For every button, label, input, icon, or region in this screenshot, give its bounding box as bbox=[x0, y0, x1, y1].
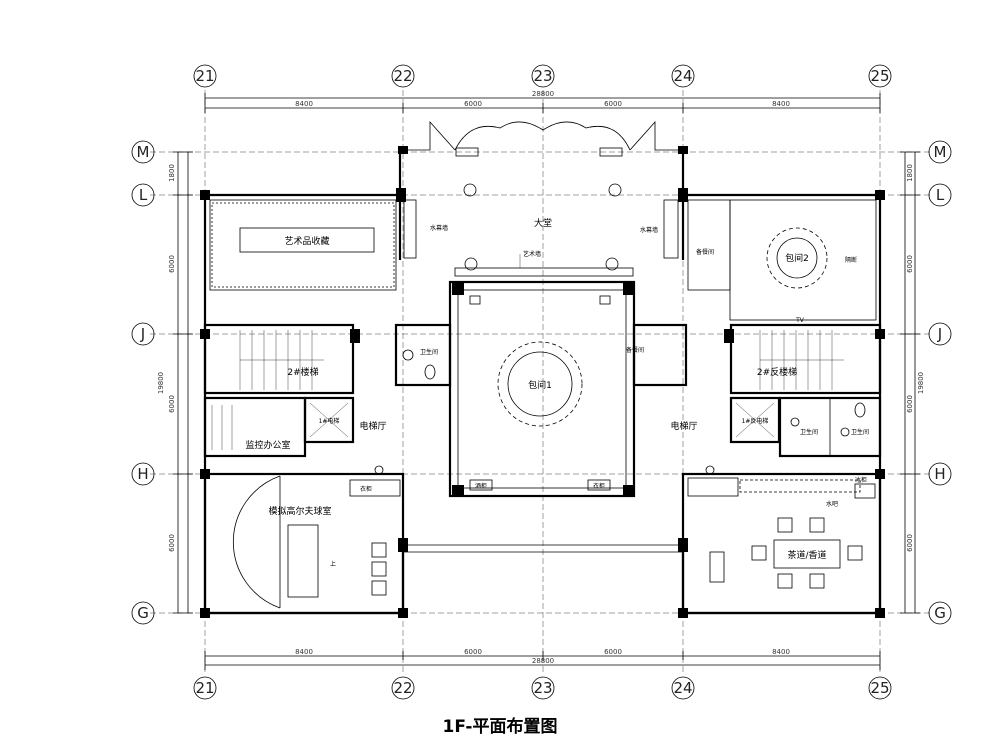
wc-right: 卫生间 卫生间 bbox=[778, 396, 882, 458]
grid-label-22-top: 22 bbox=[393, 67, 412, 85]
grid-label-23-bottom: 23 bbox=[533, 679, 552, 697]
grid-label-J-right: J bbox=[937, 325, 942, 343]
label-elevator-hall-left: 电梯厅 bbox=[359, 420, 386, 432]
label-tv-mark: TV bbox=[795, 317, 805, 324]
grid-label-M-right: M bbox=[934, 143, 947, 161]
dim-top-2: 6000 bbox=[464, 100, 482, 108]
grid-label-G-left: G bbox=[137, 604, 149, 622]
elevator-1-right: 1#反电梯 bbox=[729, 396, 781, 444]
dim-left-1: 1800 bbox=[168, 164, 176, 182]
dim-top-4: 8400 bbox=[772, 100, 790, 108]
private-room-1: 包间1 酒柜 衣柜 bbox=[448, 280, 636, 498]
label-cloak-left: 衣柜 bbox=[360, 485, 372, 493]
label-private-room-2: 包间2 bbox=[785, 252, 809, 264]
left-dimension-chain: 1800 6000 6000 6000 19800 bbox=[157, 151, 193, 614]
label-cloak-center: 衣柜 bbox=[593, 482, 605, 490]
stair-2-right: 2#反楼梯 bbox=[729, 323, 882, 395]
grid-label-24-bottom: 24 bbox=[673, 679, 692, 697]
dim-bottom-2: 6000 bbox=[464, 648, 482, 656]
pantry-center: 备餐间 bbox=[626, 323, 688, 387]
label-golf-room: 模拟高尔夫球室 bbox=[268, 505, 331, 517]
label-monitor-office: 监控办公室 bbox=[245, 439, 290, 451]
label-elevator-1: 1#电梯 bbox=[319, 417, 340, 425]
dim-top-3: 6000 bbox=[604, 100, 622, 108]
grid-label-H-left: H bbox=[137, 465, 148, 483]
private-room-2: 包间2 隔断 TV bbox=[729, 199, 877, 324]
label-wc-left: 卫生间 bbox=[420, 348, 438, 356]
grid-label-H-right: H bbox=[934, 465, 945, 483]
label-tea-room: 茶道/香道 bbox=[787, 549, 826, 561]
label-stair-2: 2#楼梯 bbox=[287, 366, 318, 378]
art-collection-area: 艺术品收藏 水幕墙 bbox=[209, 199, 448, 291]
dim-left-total: 19800 bbox=[157, 372, 165, 394]
dim-right-2: 6000 bbox=[906, 255, 914, 273]
top-grid-bubbles: 21 22 23 24 25 bbox=[193, 64, 892, 88]
dim-right-4: 6000 bbox=[906, 534, 914, 552]
dim-left-3: 6000 bbox=[168, 395, 176, 413]
dim-top-total: 28800 bbox=[532, 90, 554, 98]
right-grid-bubbles: M L J H G bbox=[928, 140, 952, 625]
grid-label-M-left: M bbox=[137, 143, 150, 161]
dim-right-3: 6000 bbox=[906, 395, 914, 413]
bottom-dimension-chain: 8400 6000 6000 8400 28800 bbox=[204, 648, 881, 670]
label-pantry-top-right: 备餐间 bbox=[696, 248, 714, 256]
grid-label-23-top: 23 bbox=[533, 67, 552, 85]
label-up-mark: 上 bbox=[330, 560, 336, 568]
wc-left: 卫生间 bbox=[394, 323, 452, 387]
left-grid-bubbles: M L J H G bbox=[131, 140, 155, 625]
dim-right-total: 19800 bbox=[917, 372, 925, 394]
grid-label-21-bottom: 21 bbox=[195, 679, 214, 697]
bottom-grid-bubbles: 21 22 23 24 25 bbox=[193, 676, 892, 700]
label-lobby: 大堂 bbox=[534, 217, 552, 229]
dim-bottom-4: 8400 bbox=[772, 648, 790, 656]
grid-label-G-right: G bbox=[934, 604, 946, 622]
dim-bottom-1: 8400 bbox=[295, 648, 313, 656]
label-art-wall: 艺术墙 bbox=[523, 250, 541, 258]
dim-bottom-3: 6000 bbox=[604, 648, 622, 656]
label-pantry-center: 备餐间 bbox=[626, 346, 644, 354]
tea-room: 水吧 茶道/香道 冰柜 bbox=[681, 465, 882, 615]
label-wine-left: 酒柜 bbox=[475, 482, 487, 490]
grid-label-L-right: L bbox=[936, 186, 945, 204]
dim-left-4: 6000 bbox=[168, 534, 176, 552]
label-partition: 隔断 bbox=[845, 256, 857, 264]
label-wc-right-b: 卫生间 bbox=[851, 428, 869, 436]
monitor-office: 监控办公室 bbox=[203, 396, 307, 458]
grid-label-24-top: 24 bbox=[673, 67, 692, 85]
right-dimension-chain: 1800 6000 6000 6000 19800 bbox=[900, 151, 925, 614]
dim-left-2: 6000 bbox=[168, 255, 176, 273]
grid-label-L-left: L bbox=[139, 186, 148, 204]
dim-bottom-total: 28800 bbox=[532, 657, 554, 665]
label-private-room-1: 包间1 bbox=[528, 379, 552, 391]
grid-label-25-top: 25 bbox=[870, 67, 889, 85]
label-water-wall-left: 水幕墙 bbox=[430, 224, 448, 232]
elevator-1-left: 1#电梯 bbox=[303, 396, 355, 444]
dim-right-1: 1800 bbox=[906, 164, 914, 182]
dim-top-1: 8400 bbox=[295, 100, 313, 108]
label-art-collection: 艺术品收藏 bbox=[284, 235, 329, 247]
label-elevator-hall-right: 电梯厅 bbox=[670, 420, 697, 432]
lobby-area: 大堂 艺术墙 bbox=[454, 147, 634, 277]
label-water-wall-right: 水幕墙 bbox=[640, 226, 658, 234]
golf-room: 模拟高尔夫球室 上 衣柜 bbox=[203, 465, 405, 615]
label-bar-right: 水吧 bbox=[826, 500, 838, 508]
top-dimension-chain: 28800 8400 6000 6000 8400 bbox=[204, 90, 881, 113]
label-wine-right: 冰柜 bbox=[855, 476, 867, 484]
pantry-top-right: 水幕墙 备餐间 bbox=[640, 199, 731, 291]
grid-label-22-bottom: 22 bbox=[393, 679, 412, 697]
grid-label-J-left: J bbox=[140, 325, 145, 343]
grid-label-21-top: 21 bbox=[195, 67, 214, 85]
label-elevator-1-reverse: 1#反电梯 bbox=[742, 417, 769, 425]
grid-label-25-bottom: 25 bbox=[870, 679, 889, 697]
label-stair-2-reverse: 2#反楼梯 bbox=[757, 366, 797, 378]
drawing-title: 1F-平面布置图 bbox=[442, 717, 558, 737]
stair-2-left: 2#楼梯 bbox=[203, 323, 355, 395]
label-wc-right-a: 卫生间 bbox=[800, 428, 818, 436]
